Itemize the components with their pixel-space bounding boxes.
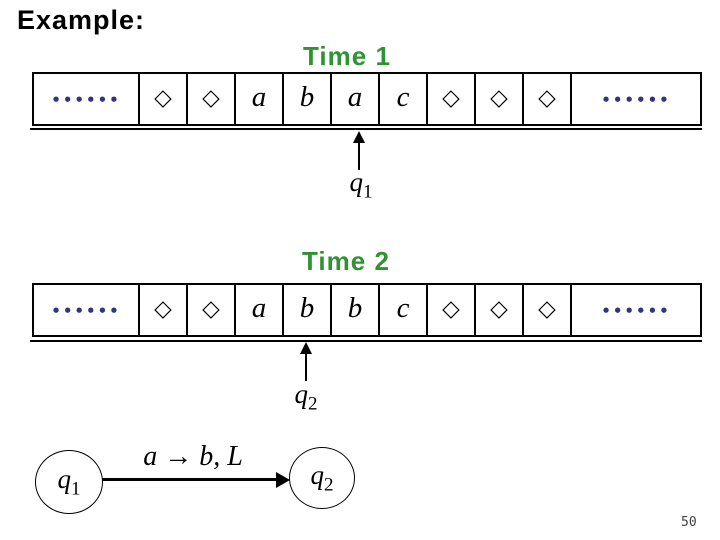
state-label-q1: q1 xyxy=(339,167,383,203)
tape-cell: c xyxy=(378,285,426,337)
state-node-q1: q1 xyxy=(35,450,103,514)
transition-rule-label: a → b, L xyxy=(143,441,243,472)
tape-cell: ◇ xyxy=(522,74,570,126)
tape-cell: ◇ xyxy=(474,74,522,126)
tape-right-ellipsis: •••••• xyxy=(570,74,702,126)
arrow-right-icon xyxy=(276,472,290,488)
head-pointer-time1 xyxy=(353,131,365,170)
time2-heading: Time 2 xyxy=(302,246,390,276)
state-base: q xyxy=(349,167,364,197)
state-subscript: 2 xyxy=(324,474,334,496)
tape-cell: ◇ xyxy=(426,74,474,126)
arrow-shaft xyxy=(305,354,307,381)
tape-cell: c xyxy=(378,74,426,126)
tape-cell: b xyxy=(330,285,378,337)
time1-heading: Time 1 xyxy=(303,41,391,71)
tape-cell: a xyxy=(234,74,282,126)
tape-cell: ◇ xyxy=(186,74,234,126)
tape-baseline xyxy=(30,340,702,342)
tape-cell: ◇ xyxy=(138,74,186,126)
tape-cell: ◇ xyxy=(138,285,186,337)
tape-cell: a xyxy=(330,74,378,126)
tape-cell: b xyxy=(282,74,330,126)
tape-left-ellipsis: •••••• xyxy=(32,285,138,337)
state-subscript: 1 xyxy=(71,478,81,500)
tape-time2: •••••• ◇ ◇ a b b c ◇ ◇ ◇ •••••• xyxy=(32,283,702,337)
arrow-shaft xyxy=(358,143,360,170)
tape-cell: ◇ xyxy=(474,285,522,337)
arrow-up-icon xyxy=(353,131,365,143)
state-base: q xyxy=(310,459,325,490)
state-subscript: 2 xyxy=(308,393,318,415)
tape-cell: ◇ xyxy=(186,285,234,337)
tape-baseline xyxy=(30,128,702,130)
tape-left-ellipsis: •••••• xyxy=(32,74,138,126)
tape-right-ellipsis: •••••• xyxy=(570,285,702,337)
tape-cell: a xyxy=(234,285,282,337)
state-base: q xyxy=(57,463,72,494)
state-label-q2: q2 xyxy=(284,379,328,415)
tape-cell: ◇ xyxy=(426,285,474,337)
state-label-q2: q2 xyxy=(311,460,334,496)
page-number: 50 xyxy=(681,515,697,530)
state-base: q xyxy=(294,379,309,409)
state-subscript: 1 xyxy=(363,181,373,203)
tape-cell: b xyxy=(282,285,330,337)
tape-time1: •••••• ◇ ◇ a b a c ◇ ◇ ◇ •••••• xyxy=(32,72,702,126)
transition-arrow-shaft xyxy=(102,478,277,481)
state-node-q2: q2 xyxy=(289,447,355,509)
tape-cell: ◇ xyxy=(522,285,570,337)
arrow-up-icon xyxy=(300,342,312,354)
state-label-q1: q1 xyxy=(58,464,81,500)
head-pointer-time2 xyxy=(300,342,312,381)
slide-title: Example: xyxy=(17,5,146,35)
